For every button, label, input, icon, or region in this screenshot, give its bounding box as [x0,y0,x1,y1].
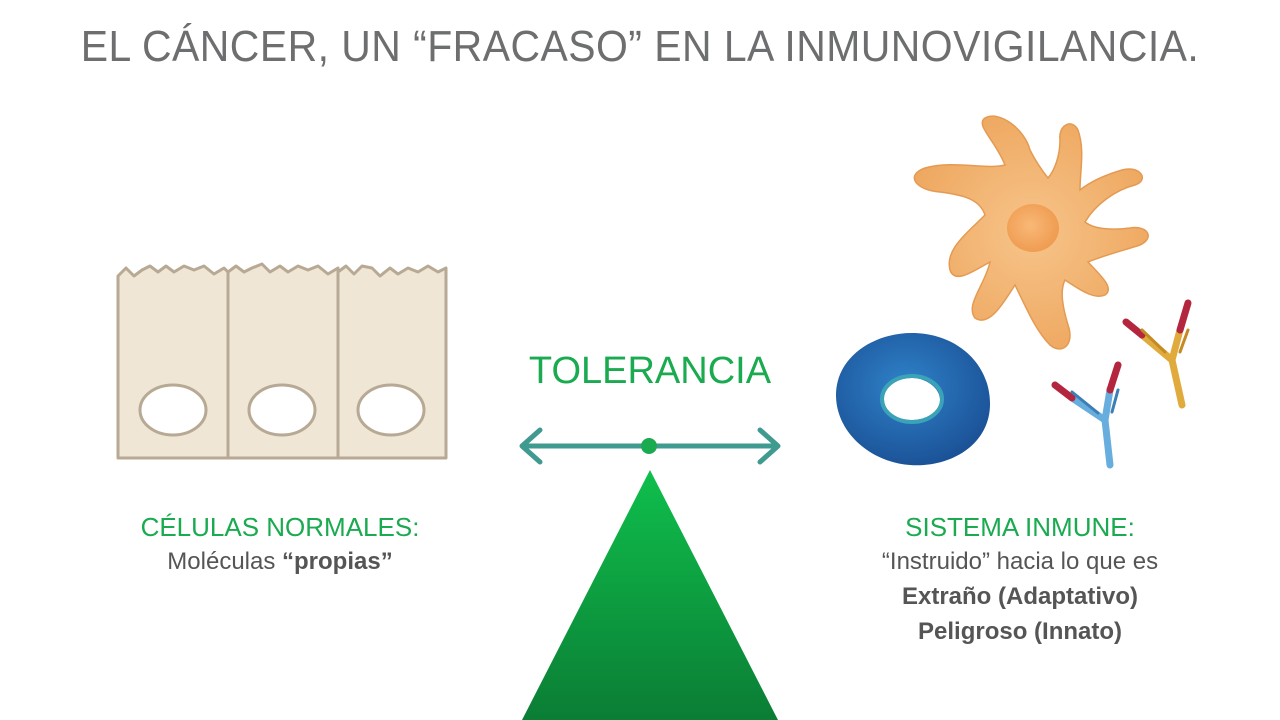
tolerance-label: TOLERANCIA [528,350,772,392]
normal-cells-text-prefix: Moléculas [167,548,283,575]
immune-system-line1: “Instruido” hacia lo que es [881,548,1159,575]
page-title: EL CÁNCER, UN “FRACASO” EN LA INMUNOVIGI… [80,22,1200,71]
immune-system-heading: SISTEMA INMUNE: [905,512,1135,542]
normal-cells-heading: CÉLULAS NORMALES: [140,512,420,542]
epithelial-cells-icon [116,262,448,460]
balance-arrow-icon [519,427,781,465]
dendritic-cell-icon [913,115,1149,350]
immune-system-line2: Extraño (Adaptativo) [901,583,1138,610]
fulcrum-triangle-icon [522,470,778,720]
epithelial-cell [226,262,340,460]
epithelial-cell [336,264,448,460]
normal-cells-text: Moléculas “propias” [120,548,440,576]
epithelial-cell [116,264,230,460]
antibody-icon [1122,299,1192,409]
normal-cells-text-bold: “propias” [282,548,393,575]
immune-system-line3: Peligroso (Innato) [918,618,1122,645]
lymphocyte-icon [836,333,990,466]
antibody-icon [1051,361,1122,469]
